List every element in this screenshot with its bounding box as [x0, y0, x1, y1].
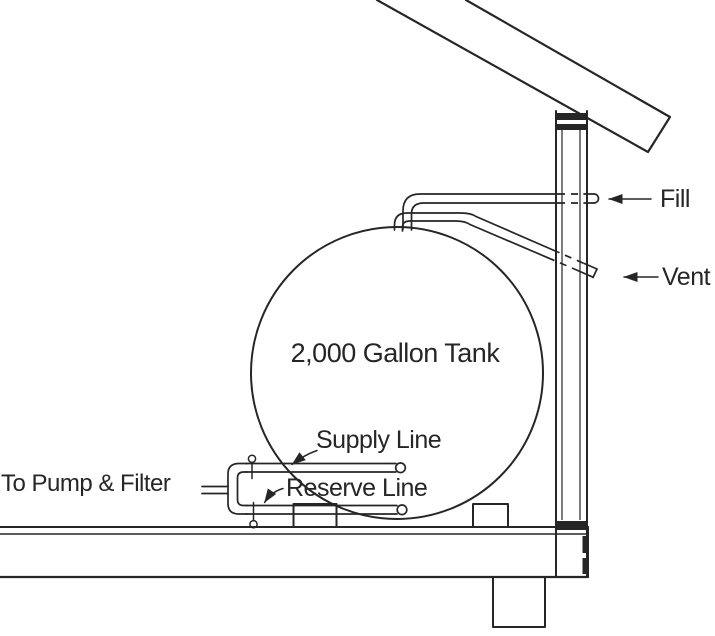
supply-line-arrow — [291, 449, 318, 466]
post-top-hatch — [555, 124, 588, 130]
supply-line-callout: Supply Line — [291, 426, 442, 466]
valve-handle — [247, 454, 257, 464]
fill-pipe-bottom-line — [410, 202, 559, 231]
pump-pipe — [201, 485, 229, 495]
post-deck-hatch — [557, 521, 587, 530]
reserve-line-callout: Reserve Line — [263, 474, 428, 504]
roof-panel — [375, 0, 672, 154]
reserve-line-label: Reserve Line — [286, 474, 427, 502]
fill-pipe-cap — [593, 193, 600, 204]
supply-valve-icon — [247, 454, 257, 480]
vent-pipe-bottom-line — [401, 220, 549, 259]
reserve-pipe-cap — [396, 504, 408, 516]
fill-callout: Fill — [608, 185, 690, 213]
reserve-pipe — [245, 504, 408, 516]
reserve-valve-icon — [249, 501, 258, 529]
support-post — [555, 110, 588, 578]
tank-label: 2,000 Gallon Tank — [291, 338, 501, 368]
tank-outline — [250, 226, 544, 520]
footing-block — [492, 576, 546, 628]
fill-pipe — [402, 193, 600, 231]
supply-line-label: Supply Line — [316, 426, 441, 454]
supply-pipe — [245, 462, 407, 474]
vent-pipe — [393, 212, 598, 279]
valve-handle — [249, 519, 258, 529]
vent-pipe-cap — [592, 268, 598, 279]
tank: 2,000 Gallon Tank — [250, 226, 544, 520]
vent-pipe-top-dashed — [552, 249, 585, 265]
vent-label: Vent — [662, 263, 711, 291]
vent-pipe-top-line — [393, 212, 554, 251]
post-rim-mark — [582, 536, 587, 553]
roof-outline — [375, 0, 672, 154]
tank-support-block-left — [292, 503, 338, 528]
to-pump-filter-label: To Pump & Filter — [1, 470, 171, 497]
vent-callout: Vent — [623, 263, 711, 291]
reserve-line-arrow — [263, 487, 284, 504]
post-top-hatch — [555, 113, 588, 120]
manifold-loop — [227, 462, 248, 515]
fill-pipe-top-line — [402, 193, 559, 230]
floor-structure — [0, 526, 590, 628]
supply-pipe-cap — [394, 462, 407, 474]
tank-support-block-right — [472, 503, 509, 528]
loop-outer-line — [227, 462, 248, 515]
post-rim-mark — [582, 558, 587, 574]
vent-pipe-bottom-dashed — [547, 257, 579, 272]
fill-label: Fill — [660, 185, 690, 213]
loop-inner-line — [236, 471, 248, 507]
vent-pipe-bottom-end — [577, 269, 594, 279]
vent-pipe-top-end — [583, 262, 598, 270]
